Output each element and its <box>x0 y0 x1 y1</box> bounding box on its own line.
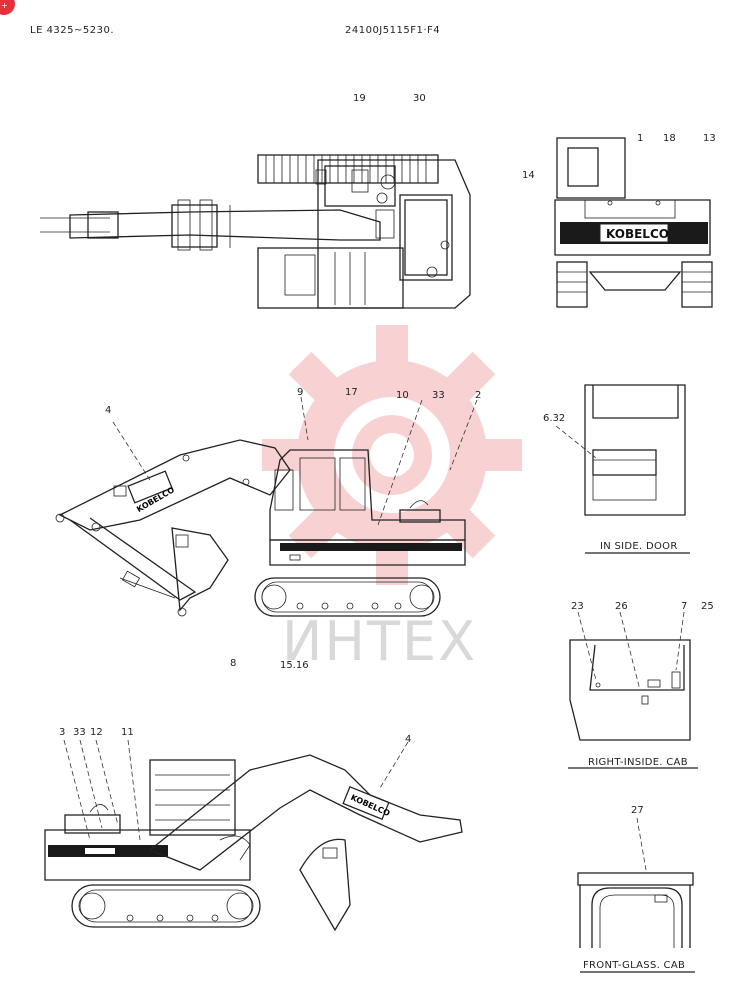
callout-14: 14 <box>522 170 535 181</box>
callout-1: 1 <box>637 133 644 144</box>
left-side-view-machine: KOBELCO <box>44 739 463 932</box>
callout-4-right: 4 <box>105 405 112 416</box>
callout-30: 30 <box>413 93 426 104</box>
callout-2: 2 <box>475 390 482 401</box>
watermark-gear-icon <box>262 325 522 585</box>
callout-3: 3 <box>59 727 66 738</box>
callout-13: 13 <box>703 133 716 144</box>
callout-23: 23 <box>571 601 584 612</box>
caption-inside-door: IN SIDE. DOOR <box>600 541 678 552</box>
callout-4-left: 4 <box>405 734 412 745</box>
callout-33-left: 33 <box>73 727 86 738</box>
svg-text:+: + <box>1 1 8 10</box>
watermark-text: ИНТЕХ <box>282 610 477 673</box>
callout-7: 7 <box>681 601 688 612</box>
caption-front-glass-cab: FRONT-GLASS. CAB <box>583 960 686 971</box>
callout-15-16: 15.16 <box>280 660 309 671</box>
rear-brand-logo: KOBELCO <box>606 227 669 241</box>
document-code: LE 4325~5230. <box>30 25 115 36</box>
callout-12: 12 <box>90 727 103 738</box>
right-inside-cab-diagram <box>568 611 698 769</box>
rear-view-machine: KOBELCO <box>554 137 713 308</box>
caption-right-inside-cab: RIGHT-INSIDE. CAB <box>588 757 688 768</box>
front-glass-cab-diagram <box>577 817 695 973</box>
callout-27: 27 <box>631 805 644 816</box>
top-view-machine <box>40 154 471 309</box>
callout-11: 11 <box>121 727 134 738</box>
callout-33-right: 33 <box>432 390 445 401</box>
callout-19: 19 <box>353 93 366 104</box>
callout-10: 10 <box>396 390 409 401</box>
corner-badge-icon[interactable] <box>0 0 15 15</box>
callout-18: 18 <box>663 133 676 144</box>
callout-25: 25 <box>701 601 714 612</box>
callout-9: 9 <box>297 387 304 398</box>
inside-door-diagram <box>555 384 690 554</box>
callout-26: 26 <box>615 601 628 612</box>
part-number: 24100J5115F1·F4 <box>345 25 441 36</box>
callout-6-32: 6.32 <box>543 413 566 424</box>
callout-17: 17 <box>345 387 358 398</box>
callout-8: 8 <box>230 658 237 669</box>
